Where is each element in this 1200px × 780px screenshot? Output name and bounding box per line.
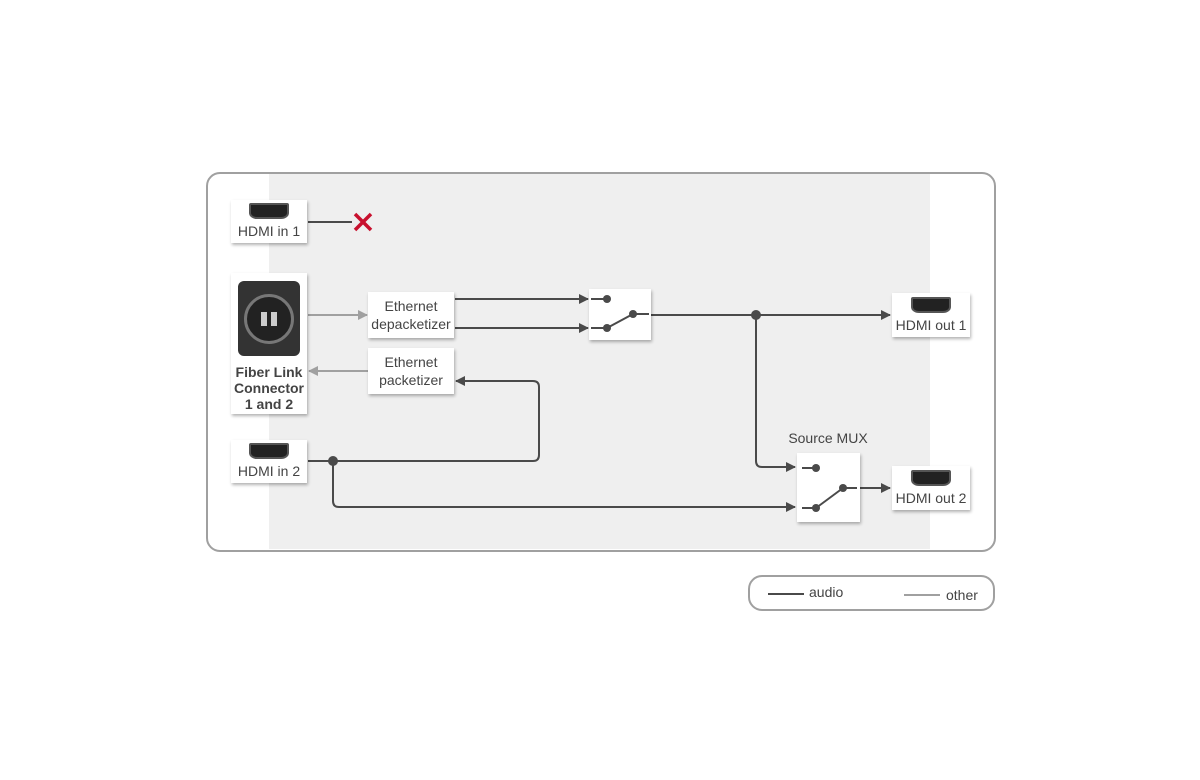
label: HDMI in 2 [237,463,301,479]
switch [589,289,651,340]
branch-to-mux [755,315,796,472]
hdmi-port-icon [911,296,951,313]
label: Ethernet [384,298,438,314]
switch-icon [802,464,857,512]
label: packetizer [379,372,443,388]
legend-other: other [946,587,978,603]
other-line-swatch [904,594,940,596]
audio-line-swatch [768,593,804,595]
junction-dot [328,456,338,466]
source-mux [797,453,860,522]
hdmi-port-icon [249,203,289,219]
label: HDMI out 2 [895,489,967,506]
source-mux-label: Source MUX [788,430,868,446]
legend-audio: audio [809,584,844,600]
switch-icon [591,295,649,332]
label: HDMI in 1 [237,223,301,239]
label: Fiber Link [235,364,303,380]
hdmi-port-icon [911,469,951,486]
disconnected-x-icon [353,212,373,232]
in2-to-mux [332,461,796,512]
fiber-connector-icon [238,281,300,356]
hdmi-in-1: HDMI in 1 [231,200,307,243]
ethernet-packetizer: Ethernet packetizer [368,348,454,394]
in2-to-packetizer [308,376,540,462]
device-frame [206,172,996,552]
label: depacketizer [371,316,451,332]
label: HDMI out 1 [895,316,967,333]
junction-dot [751,310,761,320]
fiber-link-connector: Fiber Link Connector 1 and 2 [231,273,307,414]
legend: audio other [748,575,995,611]
hdmi-out-2: HDMI out 2 [892,466,970,510]
hdmi-in-2: HDMI in 2 [231,440,307,483]
ethernet-depacketizer: Ethernet depacketizer [368,292,454,338]
label: Connector [234,380,304,396]
label: 1 and 2 [244,396,294,412]
hdmi-port-icon [249,443,289,459]
label: Ethernet [384,354,438,370]
hdmi-out-1: HDMI out 1 [892,293,970,337]
